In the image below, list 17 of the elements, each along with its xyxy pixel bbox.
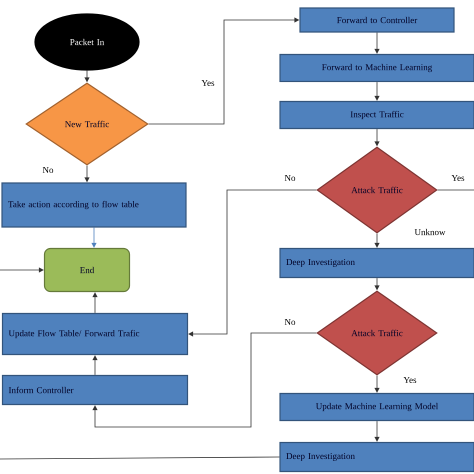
process-box: Deep Investigation xyxy=(279,442,474,472)
process-box: Update Machine Learning Model xyxy=(279,392,474,422)
process-box: Update Flow Table/ Forward Trafic xyxy=(2,312,188,356)
edge-label: No xyxy=(284,318,296,326)
edge-label: Yes xyxy=(402,376,418,384)
edge-label: Yes xyxy=(450,174,466,182)
process-box: Inspect Traffic xyxy=(279,100,474,130)
process-box: Forward to Machine Learning xyxy=(279,54,474,82)
process-box: Inform Controller xyxy=(2,374,188,406)
process-box: Deep Investigation xyxy=(279,248,474,278)
process-box: Forward to Controller xyxy=(299,7,455,33)
edge-label: No xyxy=(284,174,296,182)
edge-label: Yes xyxy=(200,79,216,87)
edge-label: No xyxy=(42,166,54,174)
arrow xyxy=(92,332,317,428)
end-box: End xyxy=(44,248,130,292)
process-box: Take action according to flow table xyxy=(1,182,187,228)
